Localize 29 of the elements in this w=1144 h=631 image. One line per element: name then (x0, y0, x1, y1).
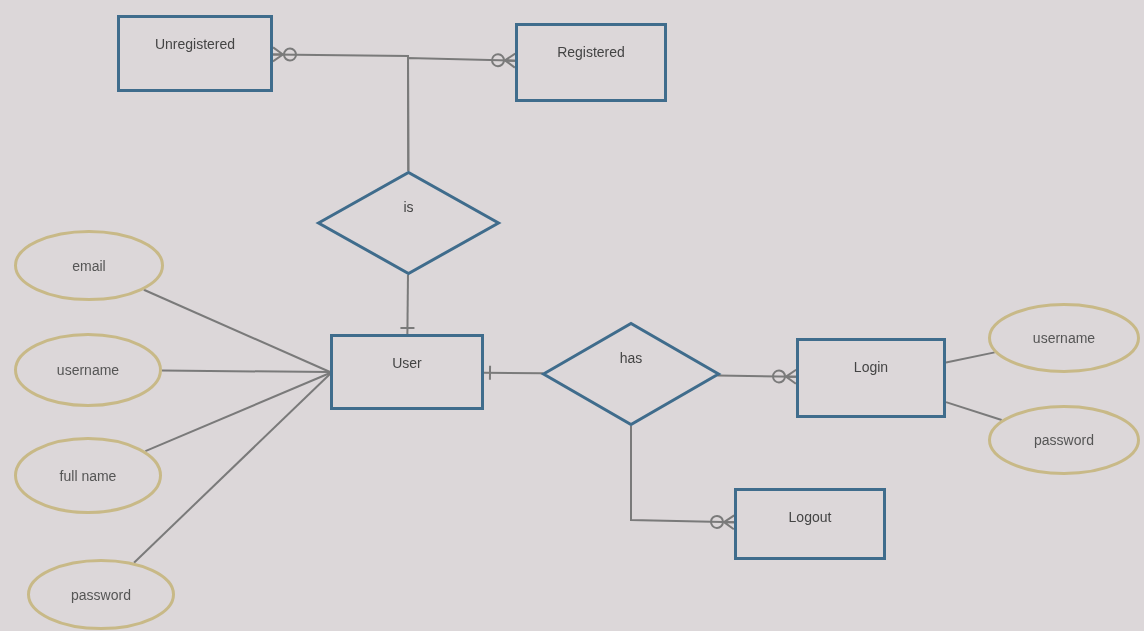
connector-line (133, 373, 331, 564)
relationship-line (716, 368, 798, 385)
relationship-line (407, 52, 517, 173)
attribute-name: password (71, 586, 131, 603)
relationship-name: has (619, 350, 643, 367)
relationship-name: is (403, 199, 414, 216)
entity-name: Logout (788, 509, 832, 525)
entity-box (796, 338, 946, 418)
attribute-name: username (56, 362, 120, 378)
entity-box (734, 488, 886, 560)
attribute-name: username (1032, 330, 1096, 346)
attribute-name: full name (59, 467, 117, 484)
entity-name: User (392, 355, 422, 371)
entity-name: Registered (557, 44, 625, 60)
connector-line (945, 351, 996, 364)
entity-box (515, 23, 667, 102)
connector-line (142, 288, 331, 373)
entity-name: Login (853, 359, 889, 375)
connector-line (161, 369, 331, 373)
connector-line (945, 401, 1003, 421)
connector-line (144, 372, 331, 453)
entity-box (117, 15, 273, 92)
attribute-name: email (72, 257, 106, 274)
relationship-line (630, 425, 736, 531)
entity-box (330, 334, 484, 410)
entity-name: Unregistered (154, 36, 236, 52)
relationship-line (399, 273, 416, 335)
relationship-line (483, 364, 545, 381)
attribute-name: password (1034, 432, 1094, 448)
